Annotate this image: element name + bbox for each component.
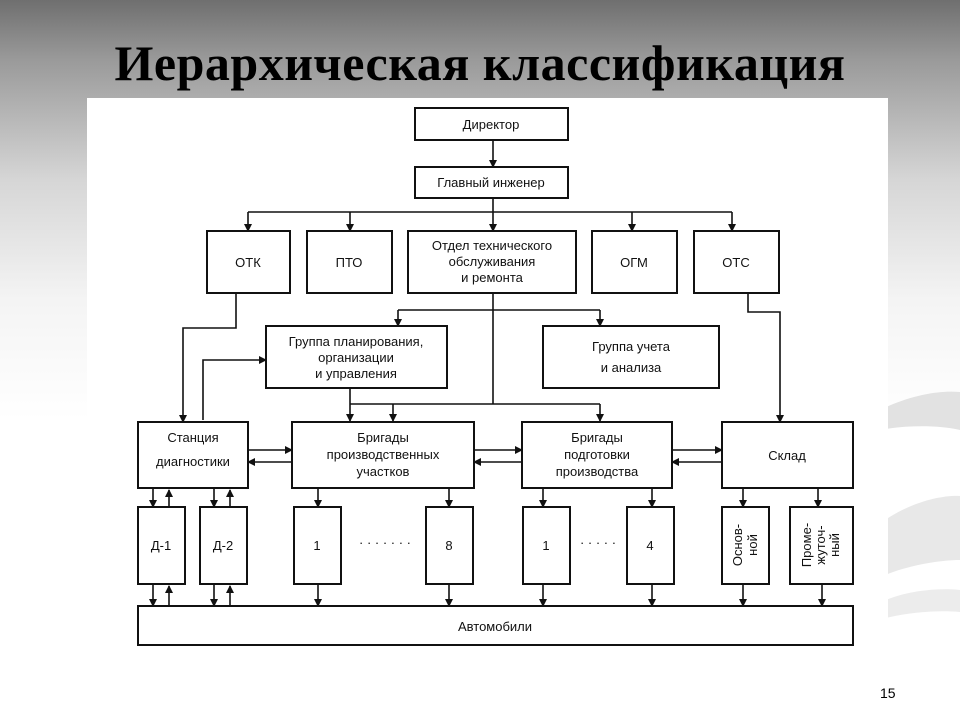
node-main-store-line-2: ной	[745, 534, 760, 556]
node-vehicles-label: Автомобили	[458, 619, 532, 634]
node-production-unit-last: 8	[425, 506, 474, 585]
node-preparation-unit-last: 4	[626, 506, 675, 585]
node-vehicles: Автомобили	[137, 605, 854, 646]
node-warehouse: Склад	[721, 421, 854, 489]
node-otk-label: ОТК	[235, 255, 261, 270]
node-pto-label: ПТО	[336, 255, 363, 270]
node-diagnostics-station: Станция диагностики	[137, 421, 249, 489]
production-units-ellipsis: · · · · · · ·	[359, 535, 411, 550]
node-production-line-1: Бригады	[357, 430, 409, 445]
node-director-label: Директор	[463, 117, 520, 132]
slide-number: 15	[880, 685, 896, 701]
node-ots-label: ОТС	[722, 255, 749, 270]
node-main-store-line-1: Основ-	[730, 524, 745, 566]
preparation-units-ellipsis: · · · · ·	[580, 535, 616, 550]
node-planning-line-1: Группа планирования,	[289, 334, 424, 349]
node-preparation-brigades: Бригады подготовки производства	[521, 421, 673, 489]
node-preparation-line-2: подготовки	[564, 447, 630, 462]
node-d2-label: Д-2	[213, 538, 233, 553]
node-d1: Д-1	[137, 506, 186, 585]
node-otk: ОТК	[206, 230, 291, 294]
node-maintenance-line-1: Отдел технического	[432, 238, 552, 253]
node-production-line-2: производственных	[327, 447, 440, 462]
node-interim-store-line-1: Проме-	[799, 523, 814, 567]
node-preparation-unit-first: 1	[522, 506, 571, 585]
node-planning-line-3: и управления	[315, 366, 397, 381]
node-pto: ПТО	[306, 230, 393, 294]
node-warehouse-label: Склад	[768, 448, 806, 463]
node-accounting-group: Группа учета и анализа	[542, 325, 720, 389]
node-preparation-unit-first-label: 1	[542, 538, 549, 553]
node-interim-store-line-2: жуточ-	[813, 525, 828, 564]
node-interim-store-line-3: ный	[827, 533, 842, 557]
node-main-store: Основ- ной	[721, 506, 770, 585]
node-production-brigades: Бригады производственных участков	[291, 421, 475, 489]
node-production-unit-first-label: 1	[313, 538, 320, 553]
node-preparation-line-3: производства	[556, 464, 639, 479]
node-d2: Д-2	[199, 506, 248, 585]
node-preparation-line-1: Бригады	[571, 430, 623, 445]
node-maintenance-dept: Отдел технического обслуживания и ремонт…	[407, 230, 577, 294]
node-ogm: ОГМ	[591, 230, 678, 294]
node-accounting-line-1: Группа учета	[592, 339, 671, 354]
node-planning-group: Группа планирования, организации и управ…	[265, 325, 448, 389]
node-ogm-label: ОГМ	[620, 255, 648, 270]
slide-title: Иерархическая классификация	[114, 35, 846, 91]
node-chief-engineer: Главный инженер	[414, 166, 569, 199]
node-accounting-line-2: и анализа	[601, 360, 662, 375]
node-maintenance-line-3: и ремонта	[461, 270, 523, 285]
node-interim-store: Проме- жуточ- ный	[789, 506, 854, 585]
node-maintenance-line-2: обслуживания	[449, 254, 536, 269]
node-production-line-3: участков	[357, 464, 410, 479]
node-director: Директор	[414, 107, 569, 141]
node-planning-line-2: организации	[318, 350, 394, 365]
node-chief-engineer-label: Главный инженер	[437, 175, 544, 190]
node-production-unit-first: 1	[293, 506, 342, 585]
node-production-unit-last-label: 8	[445, 538, 452, 553]
node-diagnostics-line-1: Станция	[167, 430, 218, 445]
node-ots: ОТС	[693, 230, 780, 294]
node-preparation-unit-last-label: 4	[646, 538, 653, 553]
node-diagnostics-line-2: диагностики	[156, 454, 230, 469]
connectors	[149, 140, 826, 607]
node-d1-label: Д-1	[151, 538, 171, 553]
